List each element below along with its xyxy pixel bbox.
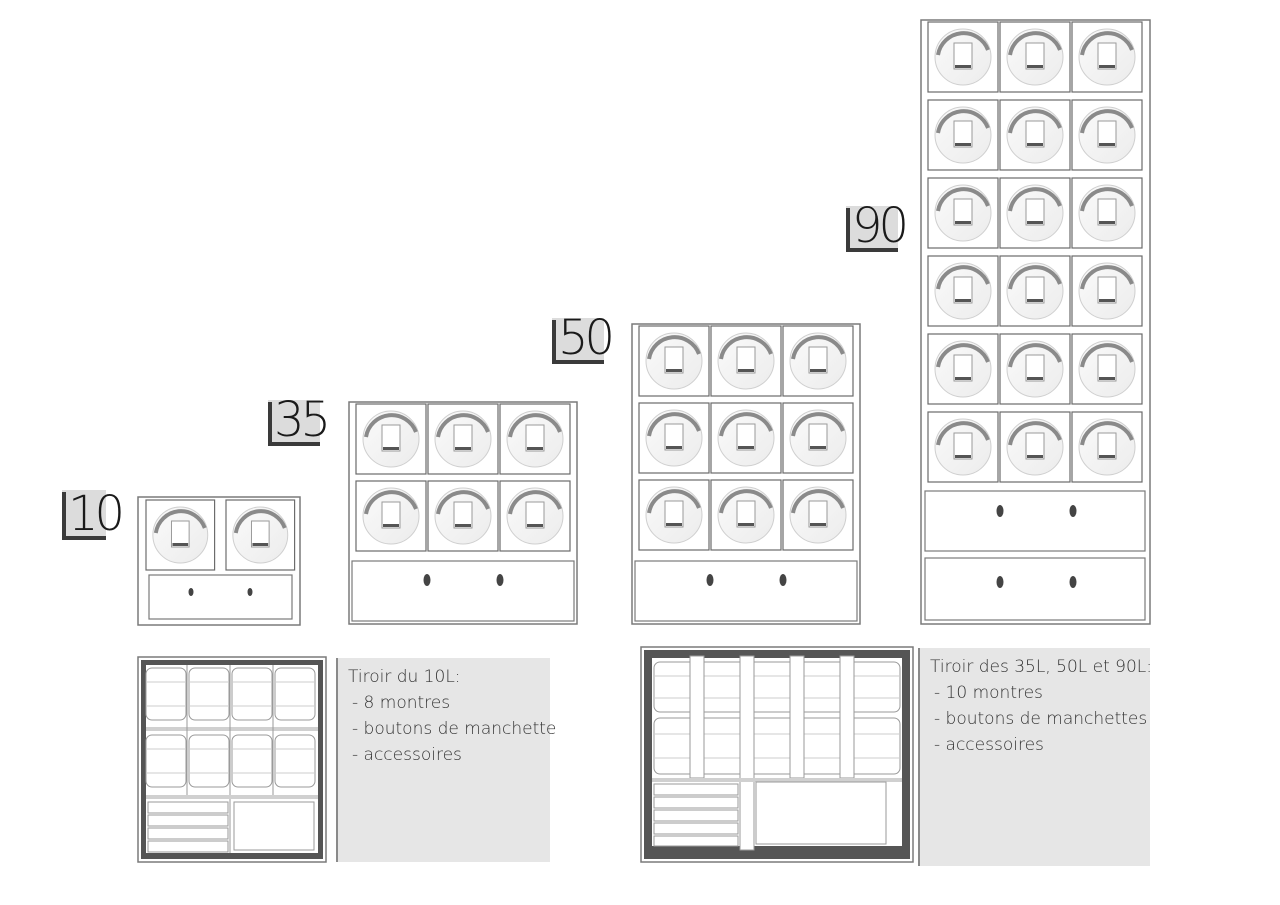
- note-title: Tiroir des 35L, 50L et 90L:: [930, 657, 1153, 677]
- list-item: 8 montres: [352, 690, 540, 716]
- drawer-knob: [496, 574, 504, 586]
- drawer[interactable]: [634, 560, 858, 622]
- drawer-knob: [1069, 505, 1077, 517]
- note-drawer-10l: Tiroir du 10L: 8 montres boutons de manc…: [336, 658, 557, 862]
- drawer[interactable]: [924, 490, 1146, 552]
- list-item: 10 montres: [934, 680, 1140, 706]
- model-50: 50: [552, 310, 861, 625]
- drawer-knob: [1069, 576, 1077, 588]
- list-item: accessoires: [352, 742, 540, 768]
- model-90: 90: [846, 19, 1151, 625]
- drawer-plan-large: [640, 646, 914, 863]
- note-drawer-large: Tiroir des 35L, 50L et 90L: 10 montres b…: [918, 648, 1153, 866]
- drawer-plan-10l: [137, 656, 327, 863]
- drawer-knob: [996, 576, 1004, 588]
- model-label-35: 35: [268, 392, 331, 448]
- model-label-90: 90: [846, 198, 910, 254]
- list-item: boutons de manchettes: [934, 706, 1148, 732]
- note-list: 10 montres boutons de manchettes accesso…: [930, 680, 1148, 758]
- model-label-10: 10: [62, 486, 126, 542]
- winder-grid: [637, 324, 855, 552]
- model-10: 10: [62, 486, 301, 626]
- model-number: 50: [558, 310, 612, 366]
- note-title: Tiroir du 10L:: [348, 667, 461, 687]
- drawer[interactable]: [924, 557, 1146, 621]
- list-item: accessoires: [934, 732, 1140, 758]
- model-number: 35: [274, 392, 327, 448]
- drawer-knob: [996, 505, 1004, 517]
- list-item: boutons de manchette: [352, 716, 557, 742]
- drawer-knob: [247, 588, 253, 596]
- model-35: 35: [268, 392, 578, 625]
- drawer[interactable]: [351, 560, 575, 622]
- model-label-50: 50: [552, 310, 616, 366]
- note-list: 8 montres boutons de manchette accessoir…: [348, 690, 557, 768]
- drawer-knob: [779, 574, 787, 586]
- model-number: 10: [68, 486, 122, 542]
- drawer-knob: [706, 574, 714, 586]
- drawer-knob: [423, 574, 431, 586]
- model-number: 90: [852, 198, 906, 254]
- drawer[interactable]: [148, 574, 293, 620]
- drawer-knob: [188, 588, 194, 596]
